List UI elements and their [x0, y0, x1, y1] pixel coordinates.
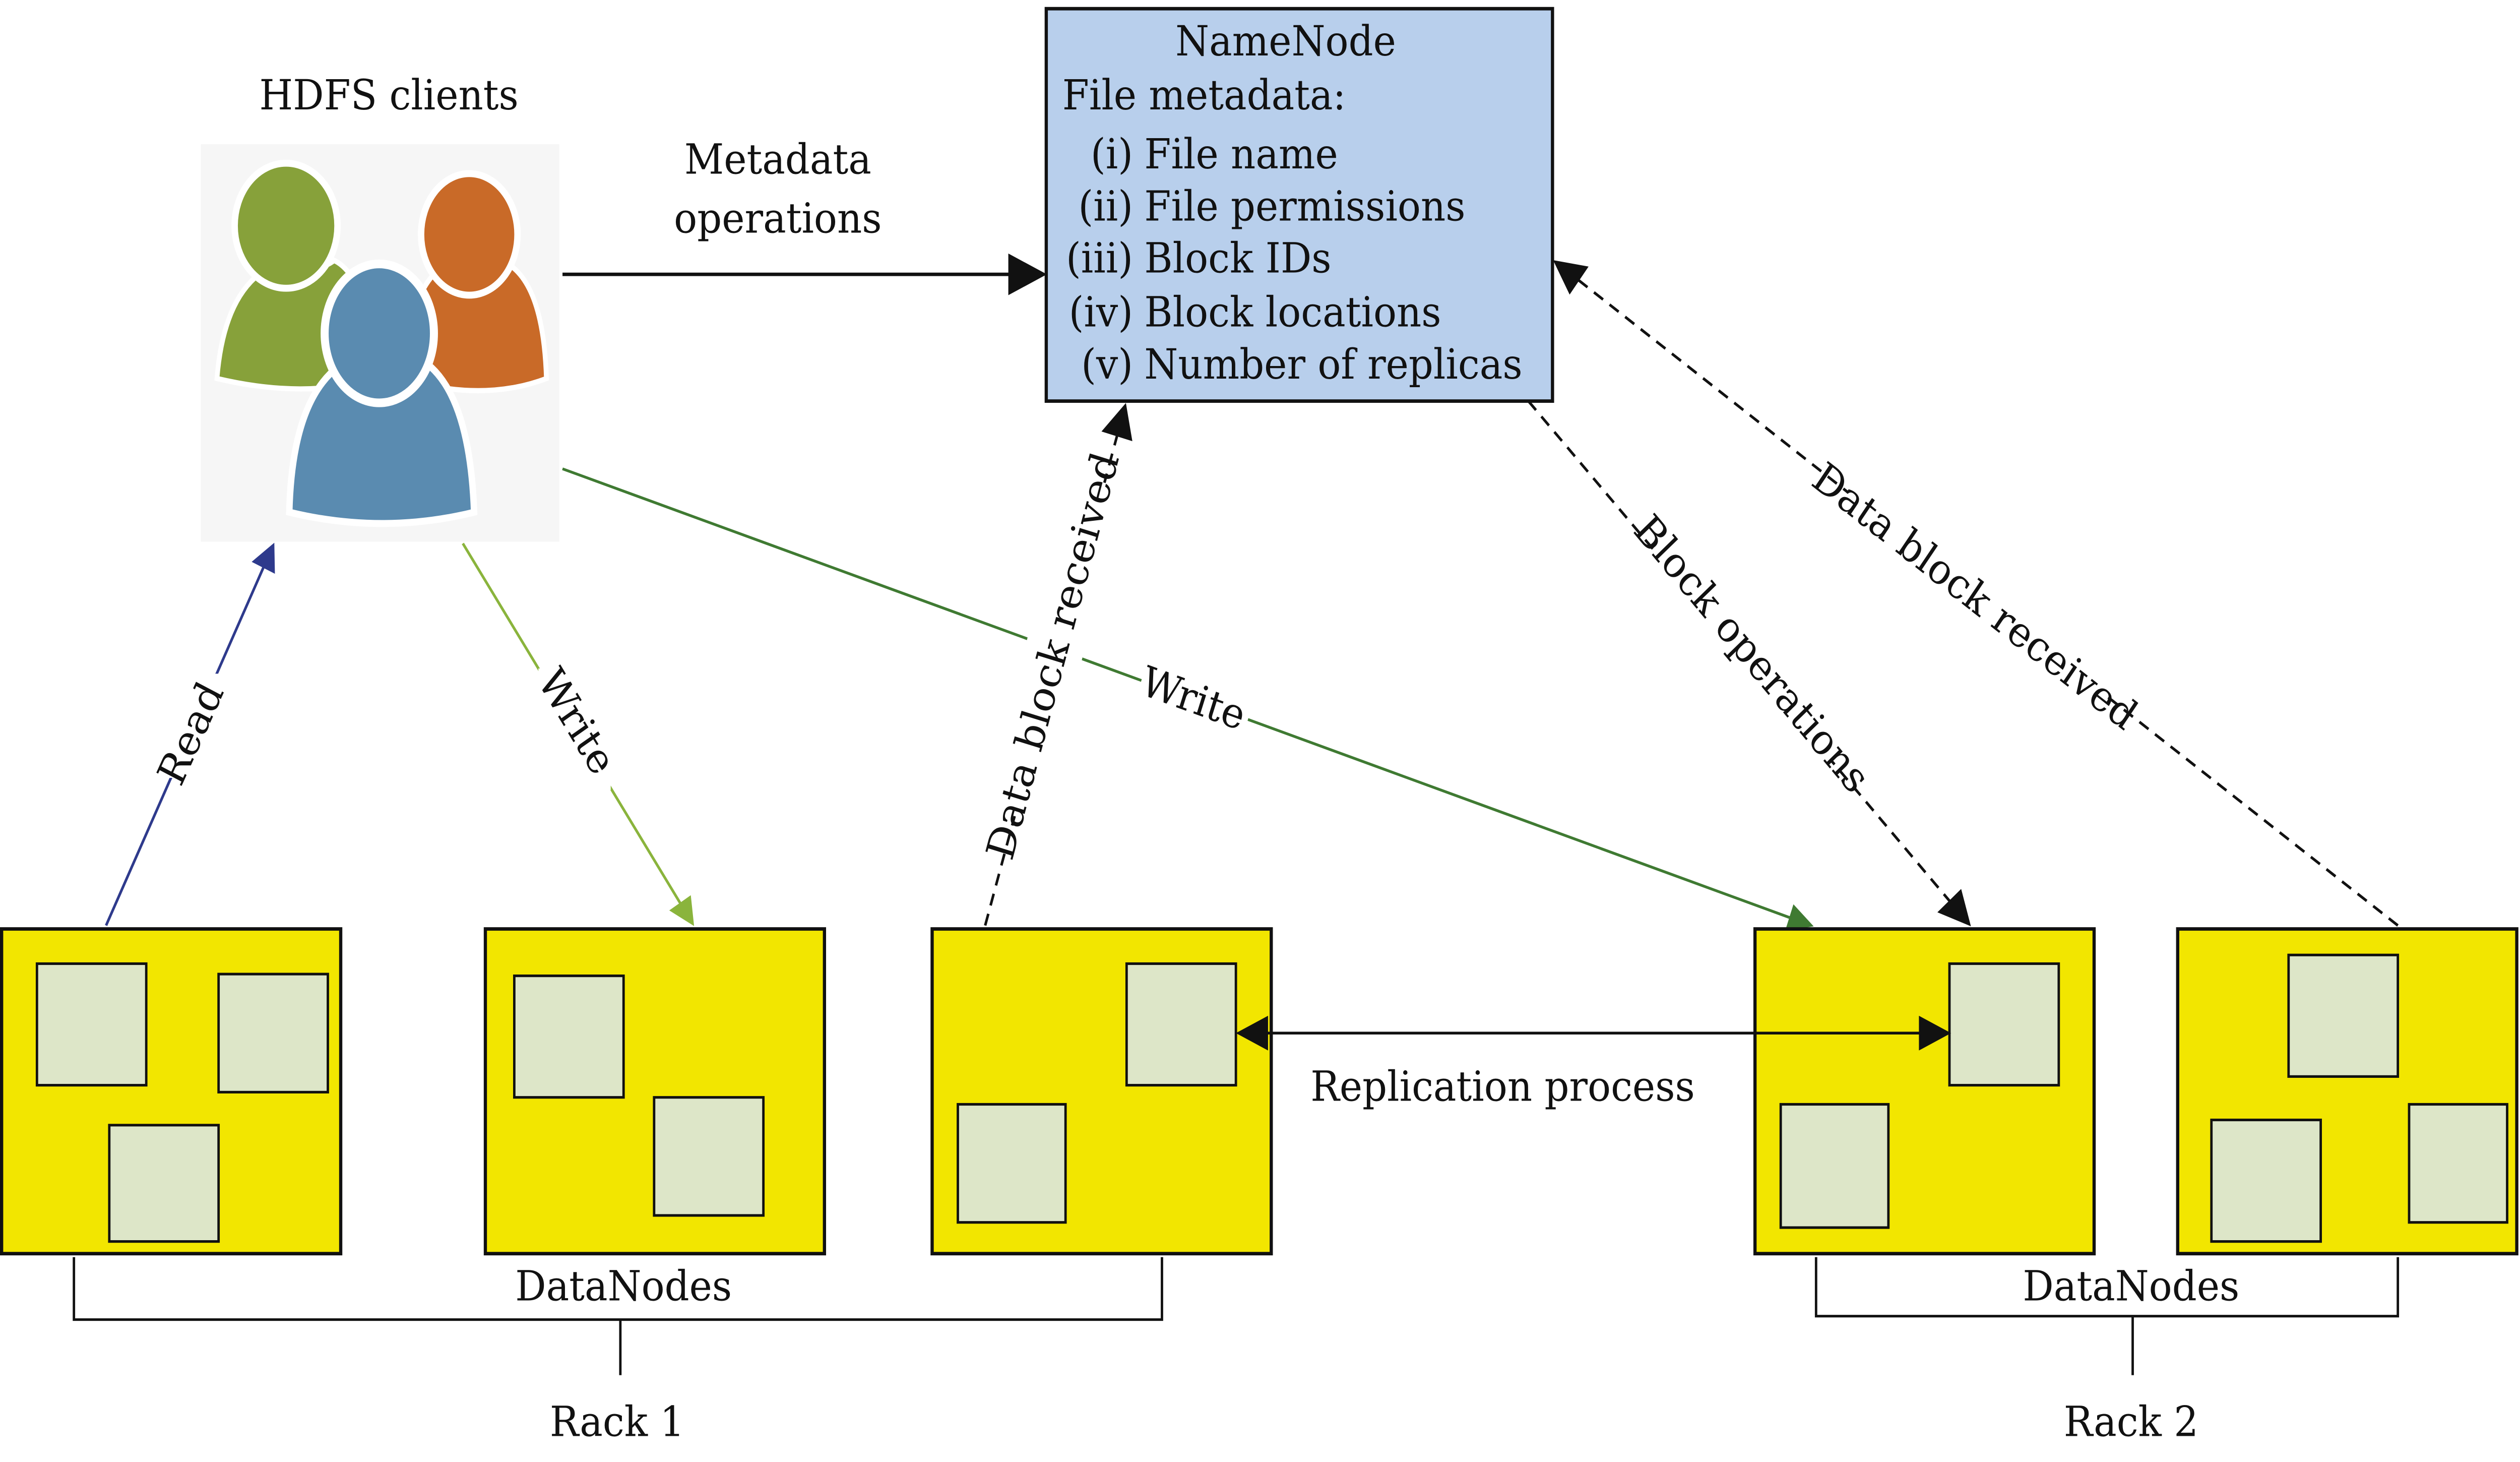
data-block-received-label-left: Data block received: [977, 447, 1128, 865]
block-operations-arrow: [1527, 400, 1971, 927]
operations-label: operations: [674, 194, 881, 243]
item-number: (v): [1081, 340, 1133, 389]
users-icon: [201, 144, 559, 542]
metadata-label: Metadata: [684, 135, 871, 184]
data-block: [2408, 1103, 2508, 1224]
item-number: (i): [1091, 130, 1133, 178]
datanodes-label-rack-2: DataNodes: [2023, 1262, 2239, 1311]
data-block: [1779, 1103, 1890, 1229]
block-operations-label: Block operations: [1625, 505, 1879, 802]
data-block: [108, 1124, 220, 1243]
metadata-list: (i) File name (ii) File permissions (iii…: [1066, 130, 1523, 388]
replication-label: Replication process: [1310, 1062, 1694, 1111]
namenode-subtitle: File metadata:: [1062, 71, 1346, 119]
rack-2-bracket: [1814, 1257, 2400, 1375]
rack-1-label: Rack 1: [550, 1397, 684, 1446]
metadata-item: File permissions: [1144, 182, 1465, 231]
rack-2-label: Rack 2: [2064, 1397, 2198, 1446]
clients-label: HDFS clients: [260, 71, 519, 119]
metadata-item: Number of replicas: [1144, 340, 1522, 389]
datanode-4: [1753, 927, 2096, 1256]
datanode-2: [483, 927, 827, 1256]
metadata-item: Block IDs: [1144, 234, 1331, 283]
item-number: (iii): [1066, 234, 1133, 283]
data-block: [653, 1096, 765, 1217]
item-number: (ii): [1078, 182, 1133, 231]
data-block: [957, 1103, 1067, 1224]
data-block: [217, 972, 329, 1093]
metadata-item: File name: [1144, 130, 1338, 178]
data-block-received-label-right: Data block received: [1804, 453, 2146, 740]
datanode-1: [0, 927, 343, 1256]
data-block: [513, 974, 625, 1099]
datanode-3: [930, 927, 1273, 1256]
rack-1-bracket: [73, 1257, 1163, 1375]
data-block: [1125, 962, 1237, 1087]
data-block: [1948, 962, 2060, 1087]
data-block: [35, 962, 148, 1087]
namenode-box: NameNode File metadata: (i) File name (i…: [1044, 7, 1554, 403]
item-number: (iv): [1069, 288, 1133, 337]
data-block-received-arrow-left: [984, 403, 1132, 926]
datanode-5: [2176, 927, 2518, 1256]
data-block: [2287, 953, 2400, 1078]
namenode-title: NameNode: [1175, 17, 1396, 66]
metadata-item: Block locations: [1144, 288, 1441, 337]
datanodes-label-rack-1: DataNodes: [515, 1262, 732, 1311]
data-block: [2210, 1118, 2322, 1243]
